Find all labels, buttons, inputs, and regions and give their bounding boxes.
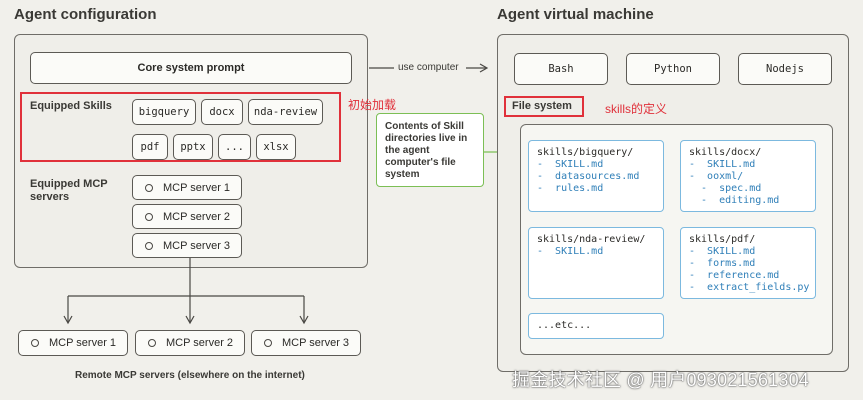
initial-load-annotation: 初始加载	[348, 98, 397, 112]
skill-file: - reference.md	[689, 270, 780, 281]
skill-chip-pptx: pptx	[173, 134, 213, 160]
skill-chip-bigquery: bigquery	[132, 99, 196, 125]
core-system-prompt-box: Core system prompt	[30, 52, 352, 84]
runtime-python: Python	[626, 53, 720, 85]
equipped-skills-label: Equipped Skills	[30, 100, 112, 112]
skill-file: - SKILL.md	[537, 246, 604, 257]
remote-mcp-server-3: MCP server 3	[251, 330, 361, 356]
server-circle-icon	[148, 339, 156, 347]
use-computer-arrow-head	[479, 63, 489, 73]
mcp-server-label: MCP server 2	[166, 337, 234, 349]
core-system-prompt-label: Core system prompt	[137, 62, 245, 74]
use-computer-label: use computer	[398, 62, 459, 73]
skill-dir-bigquery: skills/bigquery/ - SKILL.md - datasource…	[528, 140, 664, 212]
agent-vm-title: Agent virtual machine	[497, 6, 654, 23]
equipped-mcp-server-1: MCP server 1	[132, 175, 242, 200]
skill-file: - forms.md	[689, 258, 756, 269]
runtime-nodejs: Nodejs	[738, 53, 832, 85]
skill-dir-docx: skills/docx/ - SKILL.md - ooxml/ - spec.…	[680, 140, 816, 212]
skill-chip-nda-review: nda-review	[248, 99, 323, 125]
runtime-bash: Bash	[514, 53, 608, 85]
mcp-server-label: MCP server 3	[282, 337, 350, 349]
server-circle-icon	[145, 183, 153, 192]
remote-mcp-server-1: MCP server 1	[18, 330, 128, 356]
skill-file: - editing.md	[689, 195, 780, 206]
mcp-server-label: MCP server 2	[163, 210, 231, 223]
server-circle-icon	[145, 212, 153, 221]
skill-dir-etc: ...etc...	[528, 313, 664, 339]
equipped-mcp-servers-label: Equipped MCP servers	[30, 178, 108, 203]
equipped-skills-highlight	[20, 92, 341, 162]
skill-file: - rules.md	[537, 183, 604, 194]
skill-dir-title: skills/docx/	[689, 147, 762, 158]
skill-chip-xlsx: xlsx	[256, 134, 296, 160]
skill-dir-pdf: skills/pdf/ - SKILL.md - forms.md - refe…	[680, 227, 816, 299]
remote-mcp-server-2: MCP server 2	[135, 330, 245, 356]
skill-file: - ooxml/	[689, 171, 744, 182]
skill-file: - spec.md	[689, 183, 762, 194]
skill-file: - extract_fields.py	[689, 282, 810, 293]
skill-directories-note-text: Contents of Skill directories live in th…	[385, 121, 468, 180]
server-circle-icon	[31, 339, 39, 347]
skill-dir-title: skills/bigquery/	[537, 147, 634, 158]
server-circle-icon	[264, 339, 272, 347]
mcp-branch-1-arrowhead	[63, 315, 73, 325]
skill-file: - SKILL.md	[537, 159, 604, 170]
skills-definition-annotation: skills的定义	[605, 102, 667, 116]
mcp-branch-3-arrowhead	[299, 315, 309, 325]
skill-chip-ellipsis: ...	[218, 134, 251, 160]
server-circle-icon	[145, 241, 153, 250]
skill-chip-pdf: pdf	[132, 134, 168, 160]
skill-file: - SKILL.md	[689, 246, 756, 257]
skill-directories-note: Contents of Skill directories live in th…	[376, 113, 484, 187]
mcp-branch-2-arrowhead	[185, 315, 195, 325]
equipped-mcp-server-2: MCP server 2	[132, 204, 242, 229]
watermark-text: 掘金技术社区 @ 用户093021561304	[512, 370, 810, 390]
skill-chip-docx: docx	[201, 99, 243, 125]
skill-dir-title: skills/nda-review/	[537, 234, 646, 245]
mcp-server-label: MCP server 1	[49, 337, 117, 349]
mcp-server-label: MCP server 1	[163, 181, 231, 194]
skill-file: - SKILL.md	[689, 159, 756, 170]
equipped-mcp-server-3: MCP server 3	[132, 233, 242, 258]
file-system-label: File system	[512, 100, 572, 112]
skill-dir-nda-review: skills/nda-review/ - SKILL.md	[528, 227, 664, 299]
mcp-server-label: MCP server 3	[163, 239, 231, 252]
skill-file: - datasources.md	[537, 171, 640, 182]
agent-configuration-title: Agent configuration	[14, 6, 157, 23]
skill-dir-etc-label: ...etc...	[537, 320, 592, 331]
remote-mcp-caption: Remote MCP servers (elsewhere on the int…	[75, 370, 305, 381]
skill-dir-title: skills/pdf/	[689, 234, 756, 245]
file-system-highlight	[504, 96, 584, 117]
